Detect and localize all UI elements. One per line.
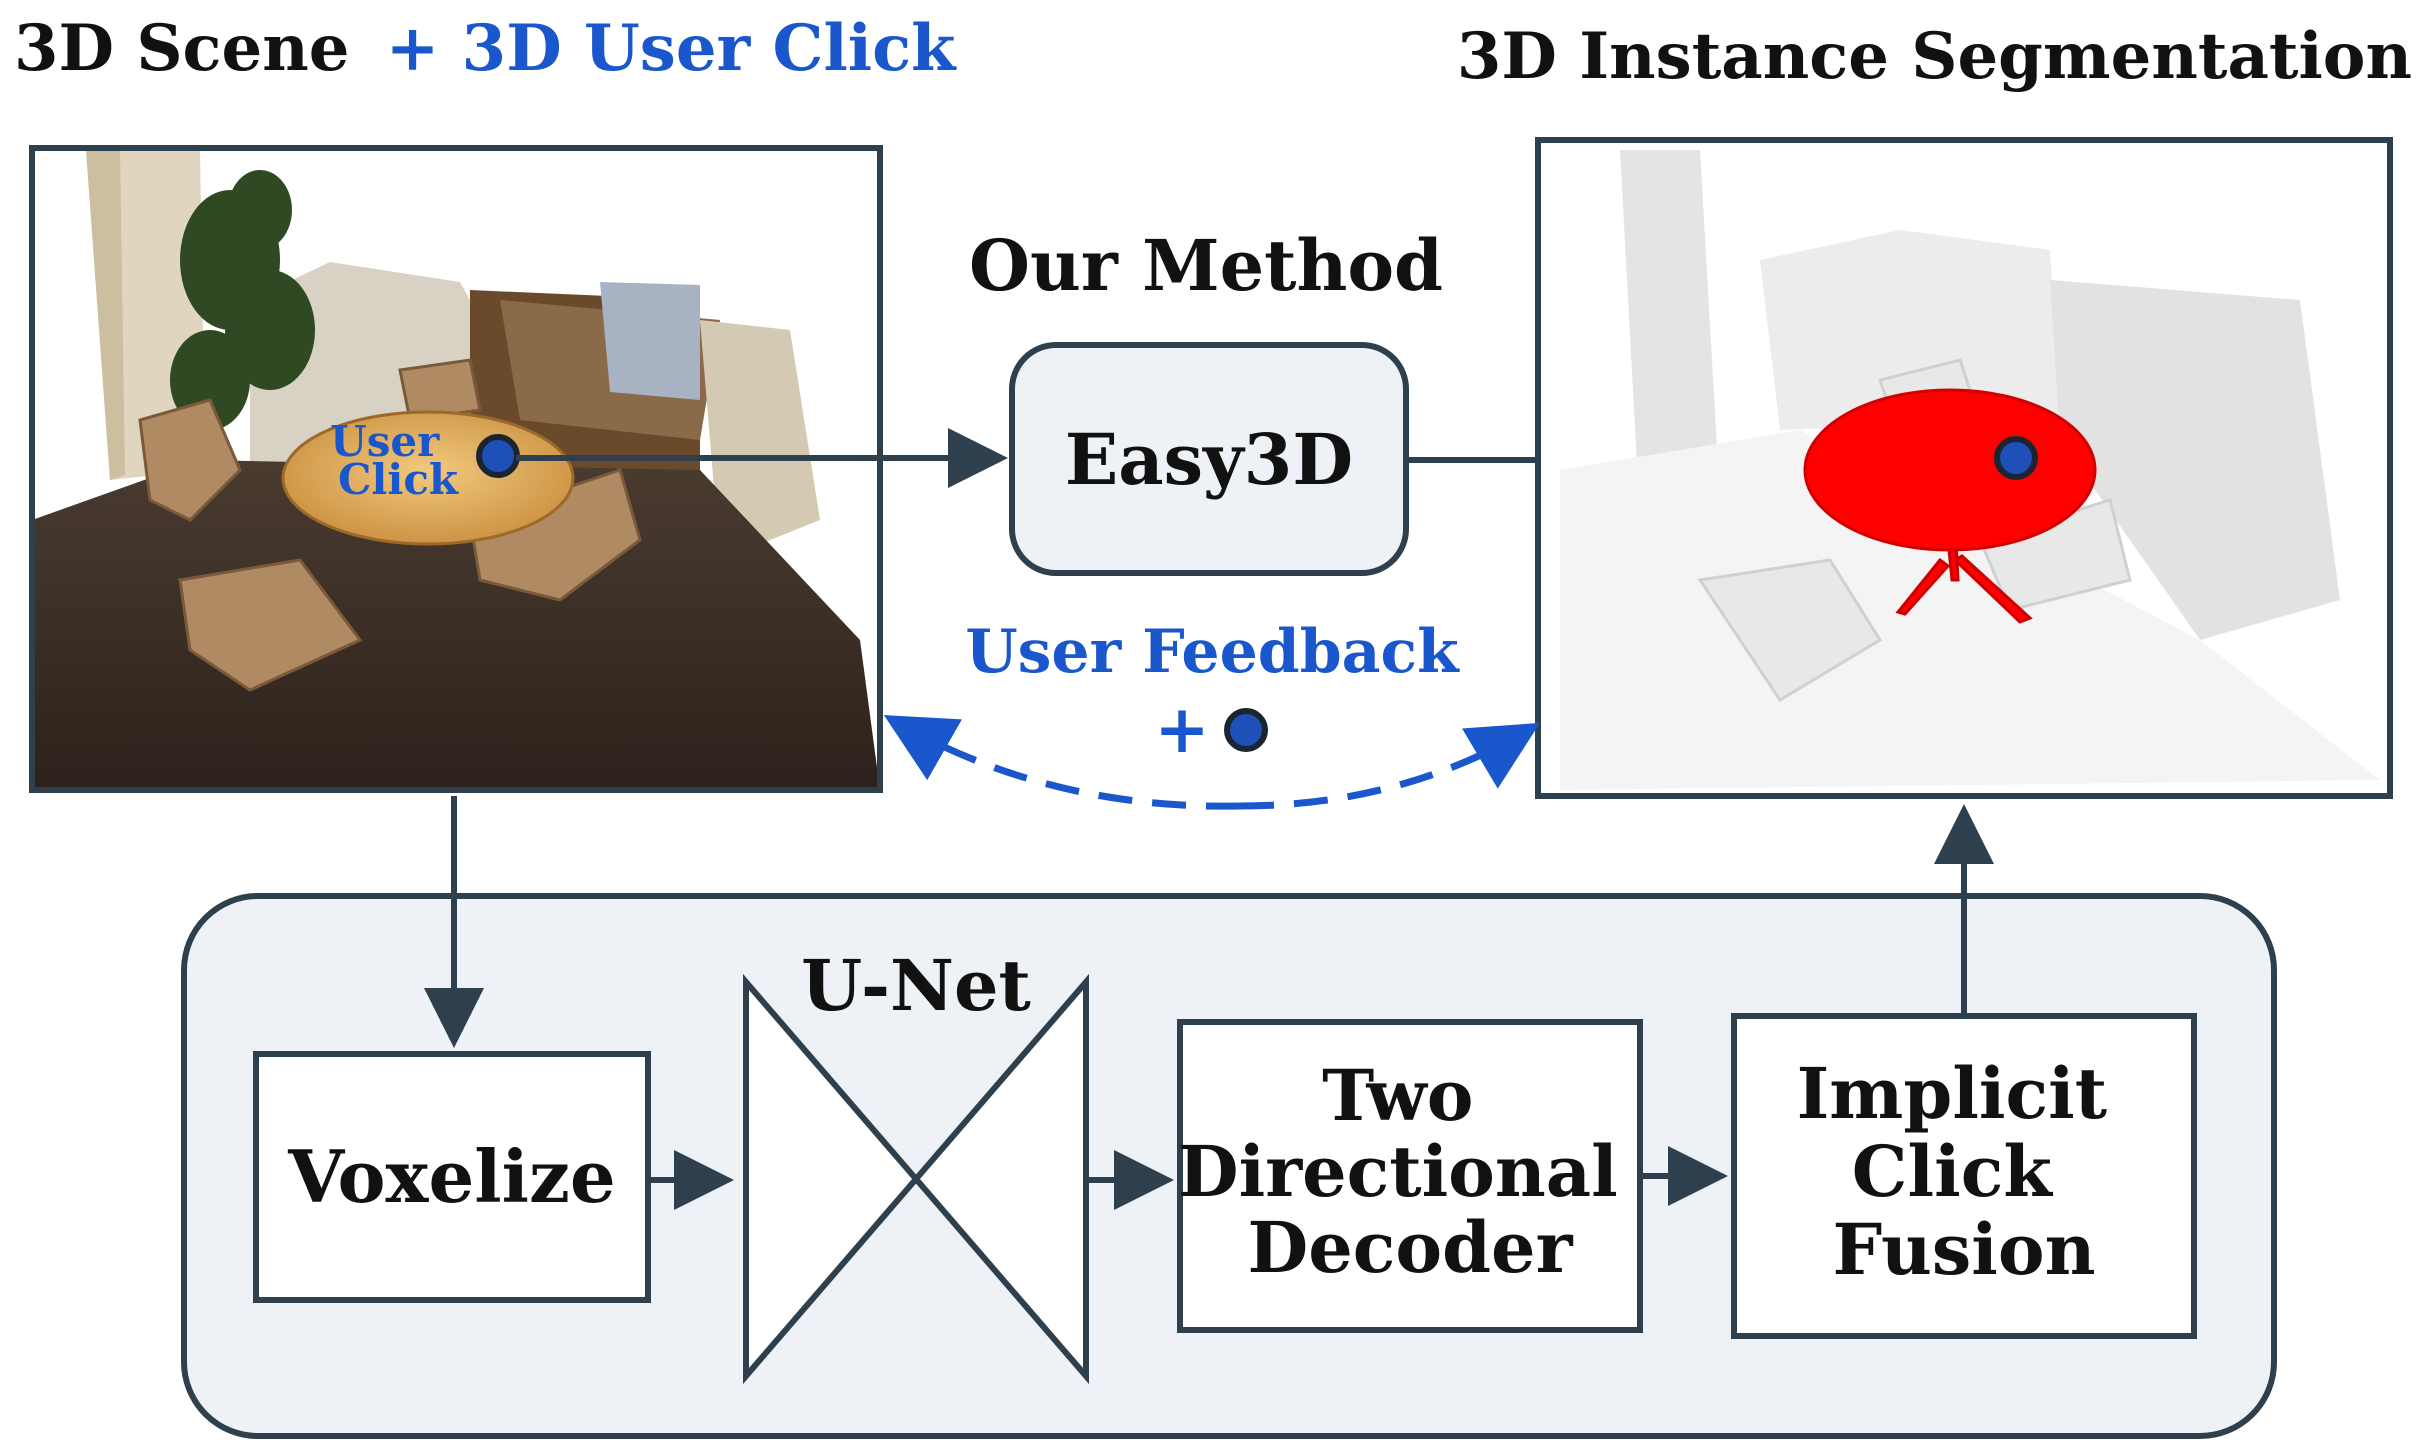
decoder-label-line3: Decoder xyxy=(1248,1206,1574,1289)
feedback-label: User Feedback xyxy=(965,617,1460,687)
voxelize-label: Voxelize xyxy=(287,1134,615,1219)
fusion-label: Implicit Click Fusion xyxy=(1797,1052,2132,1291)
decoder-label-line2: Directional xyxy=(1178,1130,1618,1213)
fusion-label-line2: Click xyxy=(1852,1130,2054,1213)
feedback-arrow-to-output xyxy=(1239,722,1541,810)
fusion-label-line1: Implicit xyxy=(1797,1052,2108,1135)
segmentation-image xyxy=(1538,140,2390,796)
unet-shape xyxy=(743,973,1089,1385)
fusion-box xyxy=(1731,1013,2197,1339)
feedback-click-dot xyxy=(1224,708,1268,752)
method-heading: Our Method xyxy=(969,224,1443,307)
feedback-plus: + xyxy=(1154,690,1209,768)
unet-label: U-Net xyxy=(801,944,1031,1027)
scene-title-blue: + 3D User Click xyxy=(386,11,957,86)
feedback-arrow-to-scene xyxy=(883,715,1241,810)
scene-title: 3D Scene + 3D User Click xyxy=(14,11,957,86)
scene-click-label: User Click xyxy=(330,417,459,504)
segmentation-click-dot xyxy=(1994,436,2038,480)
fusion-label-line3: Fusion xyxy=(1833,1208,2096,1291)
segmentation-frame xyxy=(1535,137,2393,799)
method-box-label: Easy3D xyxy=(1065,418,1353,501)
scene-click-dot xyxy=(476,434,520,478)
scene-frame xyxy=(29,145,883,793)
output-title: 3D Instance Segmentation xyxy=(1457,19,2412,94)
decoder-box xyxy=(1177,1019,1643,1333)
scene-image xyxy=(32,148,880,790)
decoder-label: Two Directional Decoder xyxy=(1178,1054,1642,1289)
voxelize-box xyxy=(253,1051,651,1303)
decoder-label-line1: Two xyxy=(1322,1054,1473,1137)
scene-click-label-line1: User xyxy=(330,417,440,466)
scene-click-label-line2: Click xyxy=(338,455,459,504)
scene-title-black: 3D Scene xyxy=(14,11,349,86)
method-box xyxy=(1009,342,1409,576)
